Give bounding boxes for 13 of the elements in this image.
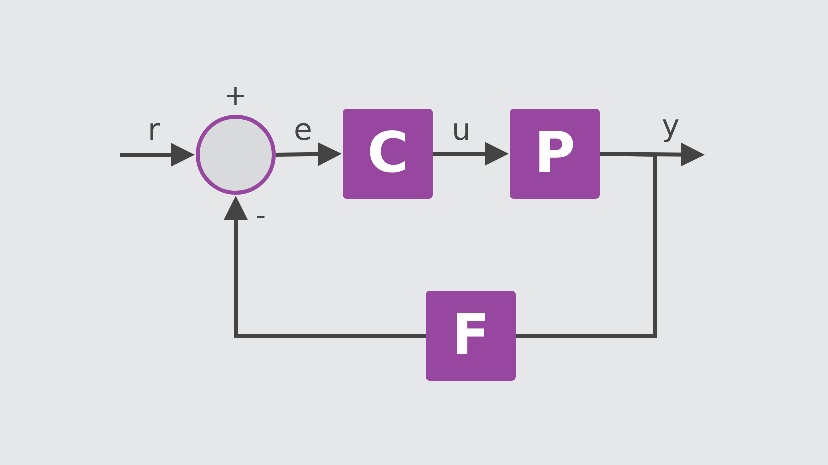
connector-line — [516, 152, 657, 338]
arrow — [224, 196, 426, 338]
minus-sign: - — [256, 202, 266, 230]
arrow — [276, 142, 342, 166]
block-letter: P — [534, 126, 576, 182]
arrow — [433, 142, 509, 166]
block-letter: C — [367, 126, 409, 182]
arrow — [120, 143, 195, 167]
plus-sign: + — [224, 82, 248, 110]
block-box — [510, 109, 600, 199]
block-box — [343, 109, 433, 199]
block-box — [426, 291, 516, 381]
block-letter: F — [452, 308, 490, 364]
